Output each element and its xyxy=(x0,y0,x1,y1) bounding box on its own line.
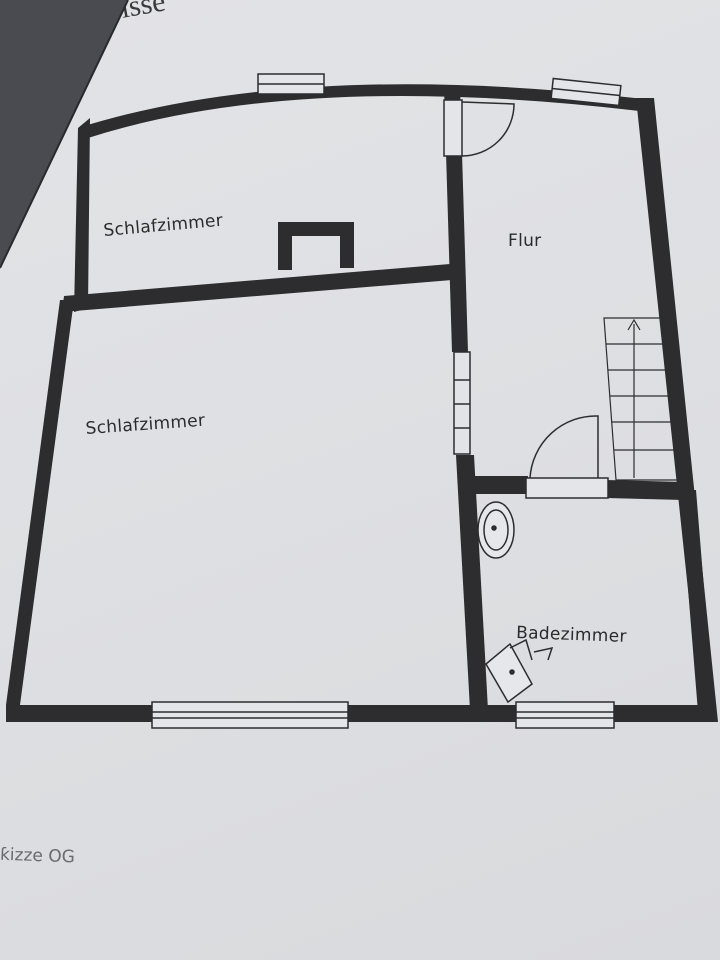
wall-bath-top-left xyxy=(472,476,528,494)
window-icon xyxy=(257,73,325,95)
wall-left-lower xyxy=(6,300,74,705)
wall-top xyxy=(78,84,652,138)
wall-bath-right xyxy=(680,490,714,712)
wall-hall-lower xyxy=(456,455,488,710)
toilet-icon xyxy=(485,638,554,704)
room-label-hall: Flur xyxy=(508,231,541,251)
wall-bath-top-right xyxy=(606,480,684,500)
door-opening-dashed xyxy=(453,351,471,455)
plan-caption: ƙizze OG xyxy=(0,844,76,868)
door-swing-icon xyxy=(525,415,609,499)
room-label-bathroom: Badezimmer xyxy=(516,623,627,647)
window-icon xyxy=(515,701,615,729)
paper-edge-line xyxy=(0,0,129,269)
windows xyxy=(151,73,622,729)
interior-walls xyxy=(62,86,714,712)
window-icon xyxy=(151,701,349,729)
room-label-bedroom-small: Schlafzimmer xyxy=(103,211,224,241)
wall-bedroom-divider xyxy=(62,264,452,312)
sink-icon xyxy=(477,501,515,559)
door-swing-icon xyxy=(443,99,515,157)
window-icon xyxy=(550,77,622,107)
stairs-icon xyxy=(603,317,681,481)
room-label-bedroom-large: Schlafzimmer xyxy=(85,411,206,439)
wall-left-upper xyxy=(74,118,90,312)
chimney-icon xyxy=(278,222,354,270)
